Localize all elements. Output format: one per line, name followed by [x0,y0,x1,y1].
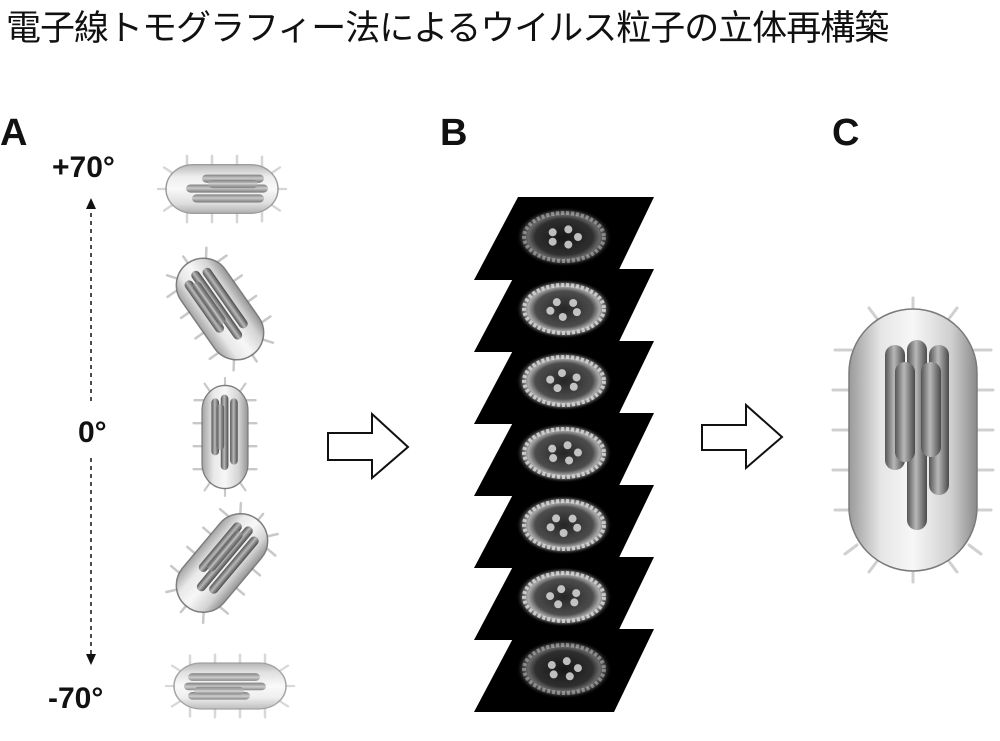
angle-minus-70: -70° [48,682,104,715]
tomogram-slice-icon [474,269,654,352]
tomogram-slice-icon [474,629,654,712]
tilt-view-plus-35 [151,234,289,384]
tilt-view-minus-70 [164,653,296,719]
tomogram-slice-icon [474,197,654,280]
figure-title: 電子線トモグラフィー法によるウイルス粒子の立体再構築 [6,9,889,49]
right-arrow-icon [701,402,784,471]
panel-a-label: A [0,112,28,154]
tilt-view-plus-70 [156,154,288,224]
panel-c-label: C [832,112,860,154]
tomogram-slice-icon [474,341,654,424]
panel-b-label: B [440,112,468,154]
tilt-view-0 [192,376,258,498]
tilt-axis [86,198,96,665]
virus-3d-model-icon [831,296,995,584]
tomogram-slice-icon [474,413,654,496]
angle-plus-70: +70° [52,151,115,184]
tomogram-slice-icon [474,557,654,640]
angle-0: 0° [78,416,107,449]
tomogram-slice-icon [474,485,654,568]
right-arrow-icon [327,411,410,481]
tomogram-slice-stack [474,197,654,712]
tilt-view-minus-35 [151,488,293,638]
